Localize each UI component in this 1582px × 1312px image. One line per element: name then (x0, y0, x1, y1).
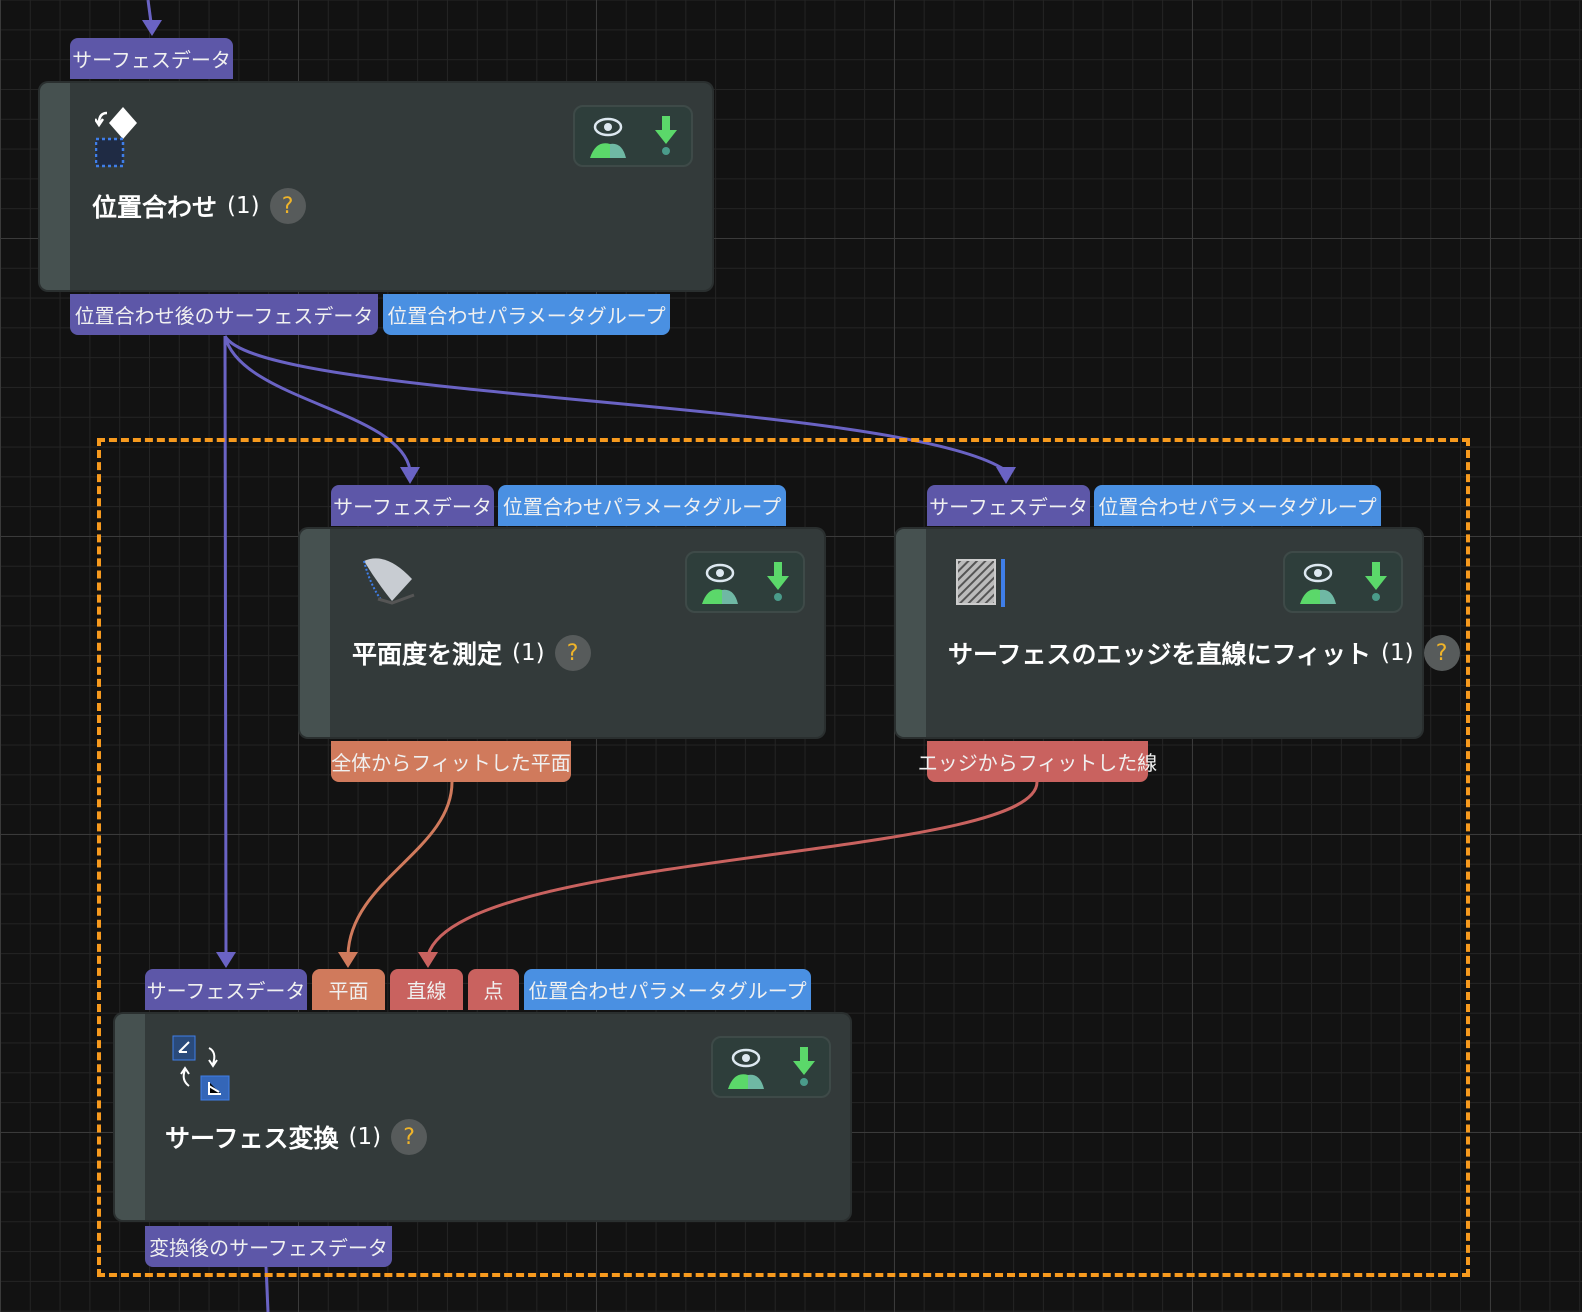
input-port-align-params[interactable]: 位置合わせパラメータグループ (524, 969, 811, 1010)
node-title: 位置合わせ (1)? (92, 188, 306, 224)
help-button[interactable]: ? (1423, 635, 1460, 671)
node-handle[interactable] (40, 83, 70, 290)
node-toolbar (685, 551, 805, 613)
help-button[interactable]: ? (391, 1119, 428, 1155)
input-port-align-params[interactable]: 位置合わせパラメータグループ (1094, 485, 1381, 526)
input-port-surface-data[interactable]: サーフェスデータ (145, 969, 307, 1010)
output-port-fitted-plane[interactable]: 全体からフィットした平面 (331, 741, 571, 782)
visualize-output-icon[interactable] (1296, 560, 1340, 604)
input-port-plane[interactable]: 平面 (312, 969, 385, 1010)
node-count: (1) (227, 193, 260, 219)
help-button[interactable]: ? (269, 188, 306, 224)
node-toolbar (573, 105, 693, 167)
node-flatness[interactable]: 平面度を測定 (1)? (300, 529, 824, 737)
node-handle[interactable] (896, 529, 926, 737)
node-title-text: 平面度を測定 (352, 640, 503, 669)
node-edge-fit[interactable]: サーフェスのエッジを直線にフィット (1)? (896, 529, 1460, 737)
node-align[interactable]: 位置合わせ (1)? (40, 83, 712, 290)
save-output-icon[interactable] (651, 114, 681, 158)
output-port-fitted-line[interactable]: エッジからフィットした線 (918, 741, 1157, 782)
node-title: サーフェスのエッジを直線にフィット (1)? (948, 635, 1460, 671)
input-port-line[interactable]: 直線 (390, 969, 463, 1010)
visualize-output-icon[interactable] (724, 1045, 768, 1089)
node-handle[interactable] (115, 1014, 145, 1220)
help-button[interactable]: ? (554, 635, 591, 671)
input-port-align-params[interactable]: 位置合わせパラメータグループ (498, 485, 786, 526)
node-title-text: サーフェス変換 (165, 1124, 339, 1153)
node-title: 平面度を測定 (1)? (352, 635, 591, 671)
node-toolbar (711, 1036, 831, 1098)
edge-plane (346, 781, 454, 956)
output-port-align-params[interactable]: 位置合わせパラメータグループ (383, 294, 670, 335)
edge-fit-icon (956, 559, 1005, 607)
node-toolbar (1283, 551, 1403, 613)
node-count: (1) (1381, 640, 1414, 666)
output-port-aligned-surface[interactable]: 位置合わせ後のサーフェスデータ (70, 294, 378, 335)
save-output-icon[interactable] (789, 1045, 819, 1089)
input-port-point[interactable]: 点 (468, 969, 519, 1010)
visualize-output-icon[interactable] (698, 560, 742, 604)
align-icon (95, 107, 137, 168)
save-output-icon[interactable] (1361, 560, 1391, 604)
output-port-transformed-surface[interactable]: 変換後のサーフェスデータ (145, 1226, 392, 1267)
group-frame[interactable] (97, 438, 1470, 1277)
node-count: (1) (348, 1124, 382, 1150)
input-port-surface-data[interactable]: サーフェスデータ (927, 485, 1090, 526)
edge-line (426, 781, 1039, 956)
input-port-surface-data[interactable]: サーフェスデータ (331, 485, 494, 526)
edge-align-to-edgefit (223, 335, 1006, 472)
save-output-icon[interactable] (763, 560, 793, 604)
node-title-text: サーフェスのエッジを直線にフィット (948, 640, 1372, 669)
node-title-text: 位置合わせ (92, 193, 218, 222)
node-surface-transform[interactable]: サーフェス変換 (1)? (115, 1014, 850, 1220)
flatness-icon (363, 558, 415, 605)
node-handle[interactable] (300, 529, 330, 737)
edge-align-to-flatness (223, 335, 412, 471)
visualize-output-icon[interactable] (586, 114, 630, 158)
surface-transform-icon (172, 1035, 230, 1101)
node-title: サーフェス変換 (1)? (165, 1119, 428, 1155)
input-port-surface-data[interactable]: サーフェスデータ (70, 38, 233, 79)
node-count: (1) (512, 640, 545, 666)
